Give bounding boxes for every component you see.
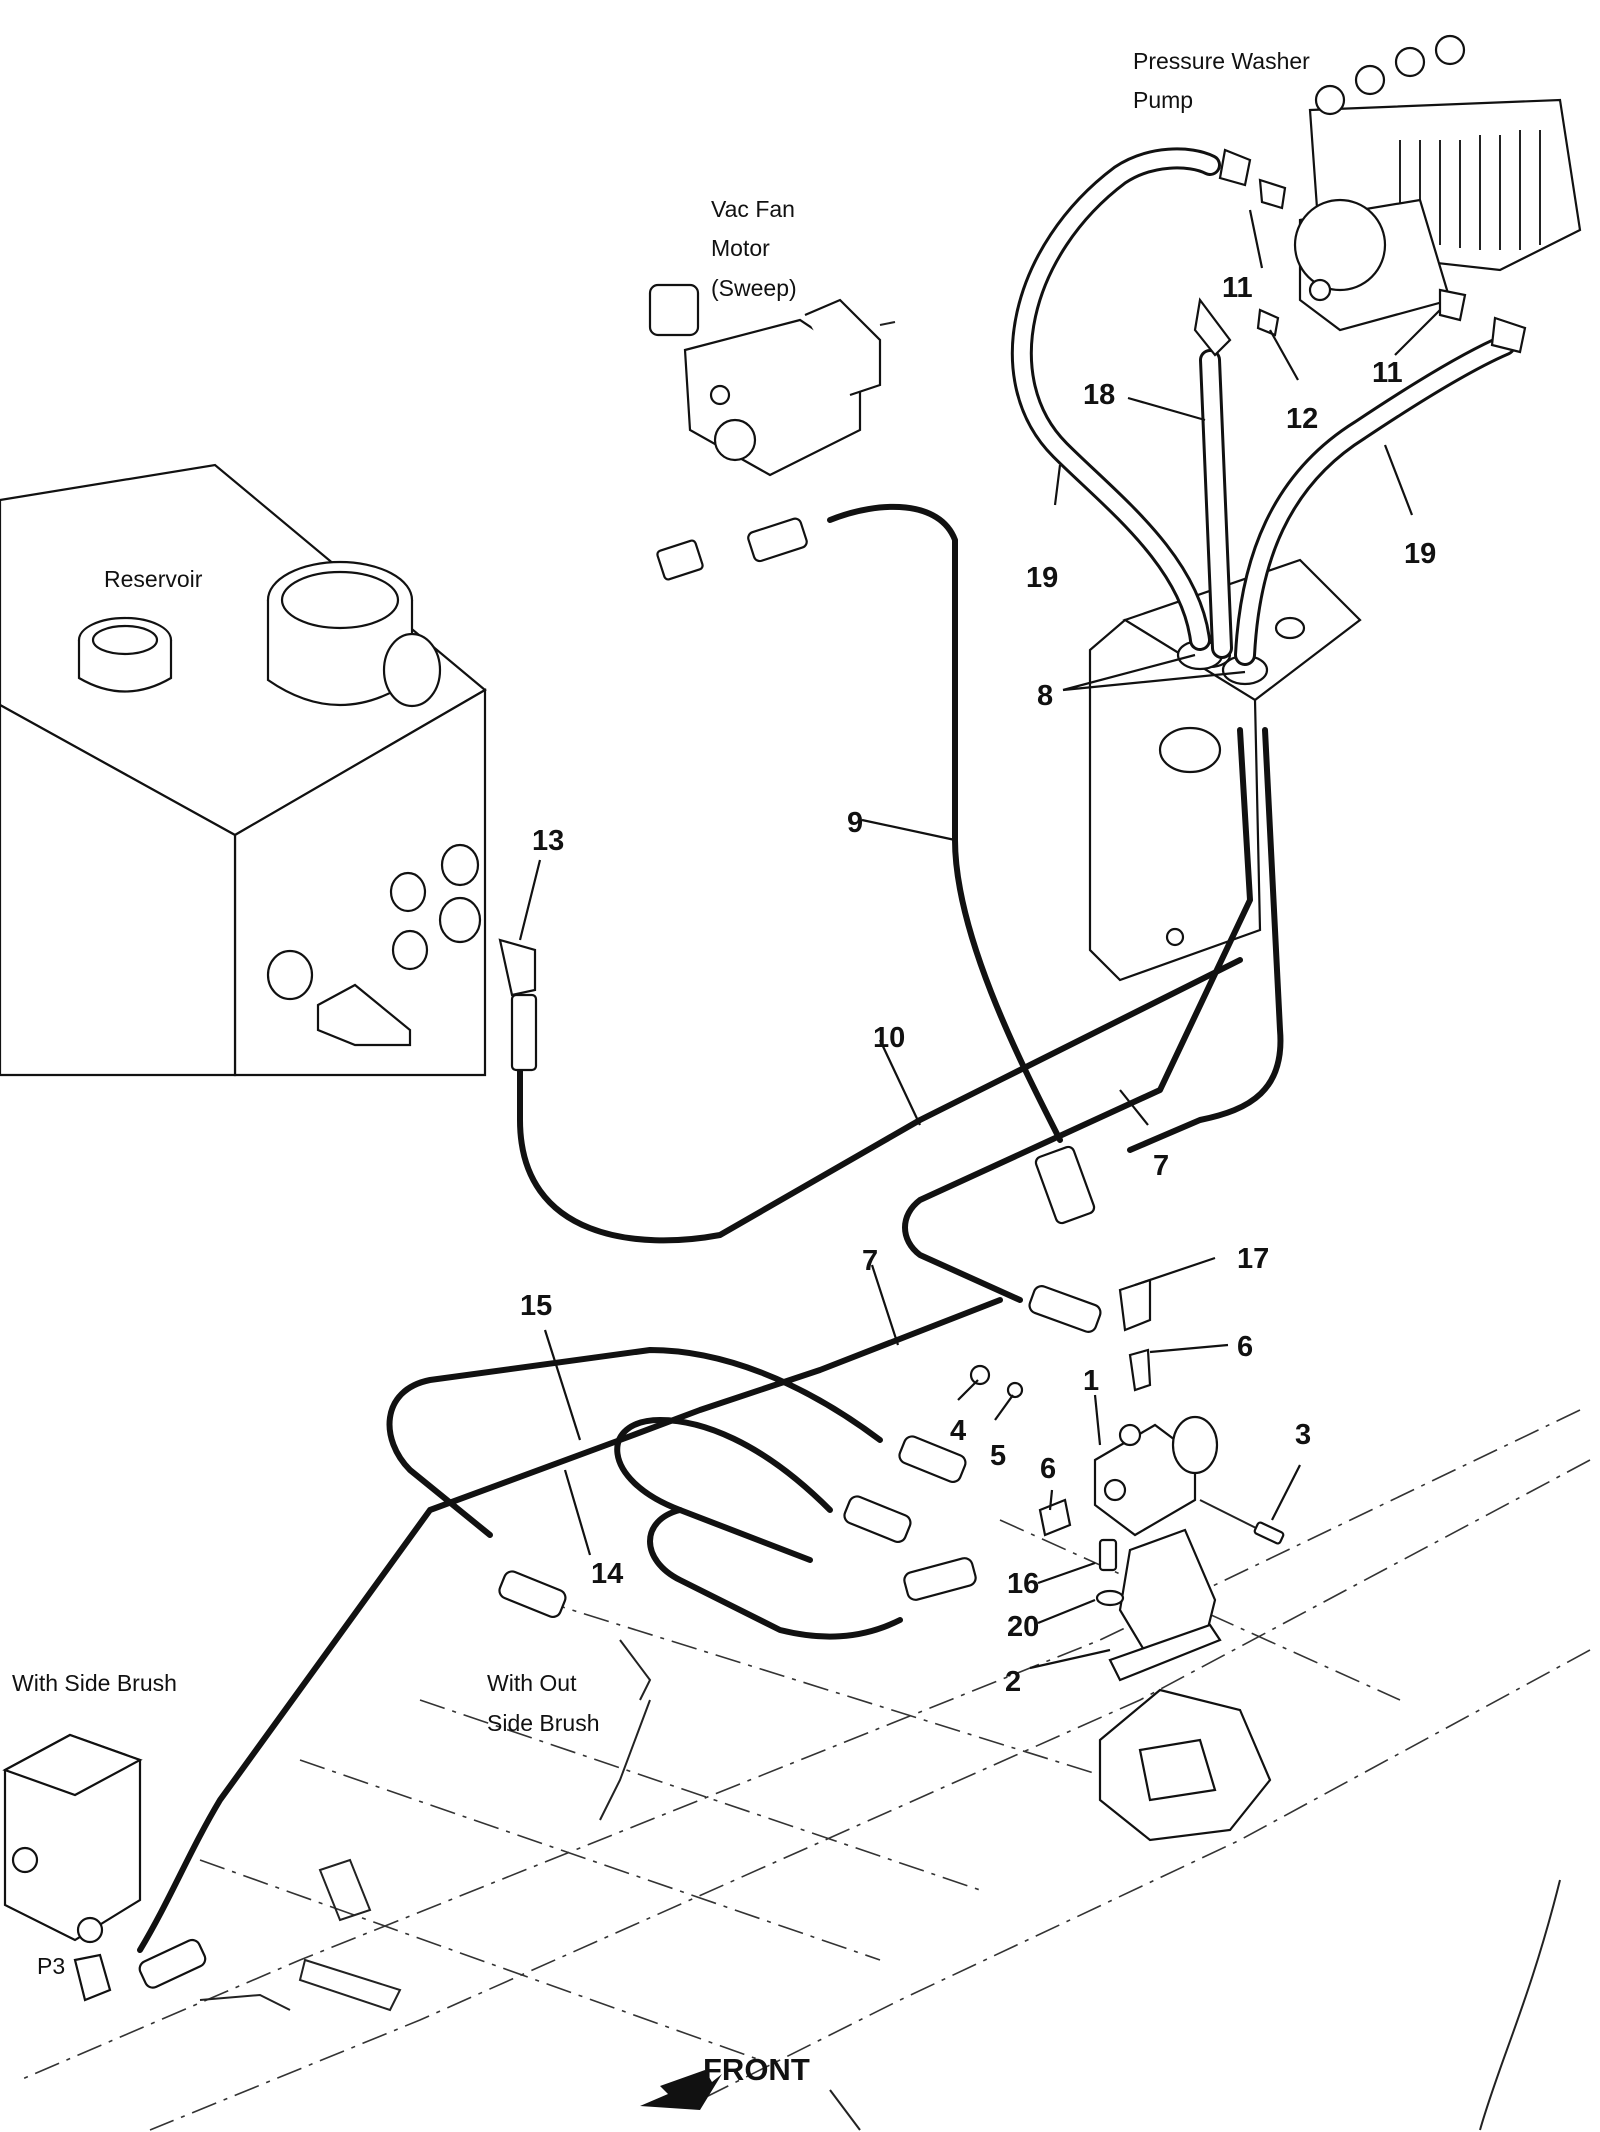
callout-11-a: 11: [1222, 272, 1253, 304]
chassis-frame: [19, 1409, 1591, 2131]
callout-18: 18: [1083, 379, 1115, 411]
valve-assembly: [969, 1278, 1285, 1842]
pump-label-line1: Pressure Washer: [1133, 48, 1310, 74]
callout-20: 20: [1007, 1611, 1039, 1643]
callout-8: 8: [1037, 680, 1053, 712]
callout-2: 2: [1005, 1666, 1021, 1698]
vac-fan-label-line2: Motor: [711, 235, 770, 261]
vac-fan-label-line3: (Sweep): [711, 275, 797, 301]
callout-17: 17: [1237, 1243, 1269, 1275]
leader-lines: [518, 209, 1441, 1670]
vac-fan-motor: [648, 283, 896, 477]
pressure-washer-pump: [1293, 34, 1582, 332]
callout-10: 10: [873, 1022, 905, 1054]
no-side-brush-label-line2: Side Brush: [487, 1710, 600, 1736]
callout-13: 13: [532, 825, 564, 857]
callout-16: 16: [1007, 1568, 1039, 1600]
side-brush-valve: [2, 1639, 652, 2012]
callout-19-a: 19: [1026, 562, 1058, 594]
reservoir-label: Reservoir: [104, 566, 203, 592]
pump-hoses: [1010, 147, 1527, 666]
callout-11-b: 11: [1372, 357, 1403, 389]
callout-15: 15: [520, 1290, 552, 1322]
callout-6-a: 6: [1237, 1331, 1253, 1363]
callout-1: 1: [1083, 1365, 1099, 1397]
callout-numbers: 11 11 12 18 19 19 8 9 13 10 7 17 7 6 1 3…: [520, 272, 1436, 1698]
callout-5: 5: [990, 1440, 1006, 1472]
callout-14: 14: [591, 1558, 623, 1590]
callout-7-b: 7: [862, 1245, 878, 1277]
front-label: FRONT: [703, 2052, 810, 2087]
p3-label: P3: [37, 1953, 65, 1979]
pump-label-line2: Pump: [1133, 87, 1193, 113]
front-arrow-icon: [640, 2070, 722, 2110]
callout-9: 9: [847, 807, 863, 839]
callout-3: 3: [1295, 1419, 1311, 1451]
vac-fan-label-line1: Vac Fan: [711, 196, 795, 222]
callout-19-b: 19: [1404, 538, 1436, 570]
callout-7-a: 7: [1153, 1150, 1169, 1182]
no-side-brush-label-line1: With Out: [487, 1670, 577, 1696]
hydraulic-lines: [137, 503, 1284, 1989]
callout-4: 4: [950, 1415, 966, 1447]
component-labels: Pressure Washer Pump Vac Fan Motor (Swee…: [12, 48, 1310, 2087]
callout-12: 12: [1286, 403, 1318, 435]
side-brush-label: With Side Brush: [12, 1670, 177, 1696]
reservoir-tank: [0, 463, 487, 1077]
callout-6-b: 6: [1040, 1453, 1056, 1485]
